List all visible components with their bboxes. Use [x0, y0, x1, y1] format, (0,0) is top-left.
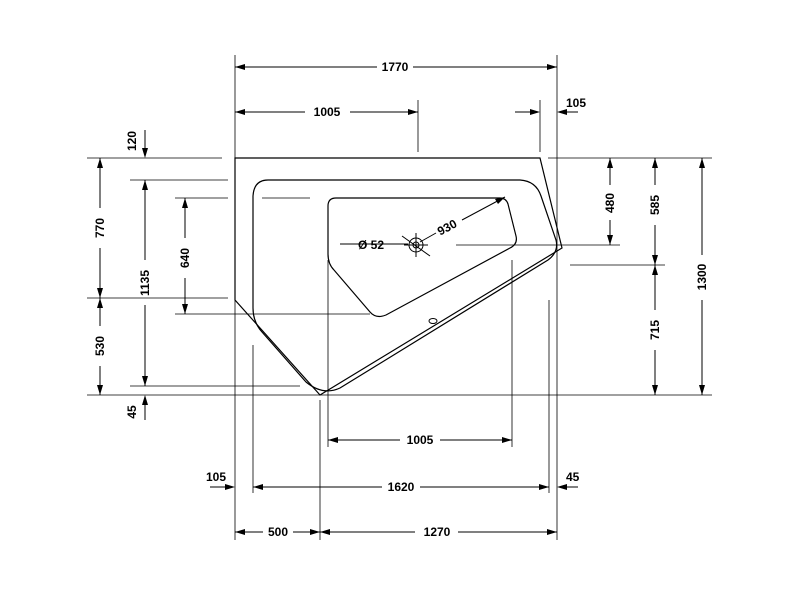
- dim-drain-diameter: Ø 52: [358, 238, 384, 252]
- dim-bottom-width: 1620: [388, 480, 415, 494]
- dim-bottom-left-offset: 105: [206, 470, 226, 484]
- dim-bottom-left-segment: 500: [268, 525, 288, 539]
- overflow-outlet: [428, 318, 438, 324]
- tub-basin: [327, 197, 517, 318]
- extension-lines: [87, 55, 712, 540]
- dimension-lines: [99, 66, 703, 533]
- bathtub-outline: [234, 157, 563, 396]
- dim-bottom-right-segment: 1270: [424, 525, 451, 539]
- arrowheads: [97, 64, 705, 535]
- dim-right-upper: 585: [648, 195, 662, 215]
- drain: [401, 233, 431, 257]
- tub-outer-rim: [234, 157, 563, 396]
- dim-top-inner: 1005: [314, 105, 341, 119]
- dim-left-inner-upper: 640: [178, 248, 192, 268]
- dim-right-upper-small: 480: [603, 193, 617, 213]
- dim-bottom-inner: 1005: [407, 433, 434, 447]
- dimension-labels: 1770 1005 105 120 770 1135 640 530 45 Ø …: [93, 60, 709, 539]
- dim-left-upper: 770: [93, 218, 107, 238]
- dim-top-right-offset: 105: [566, 96, 586, 110]
- dim-top-overall: 1770: [382, 60, 409, 74]
- dim-left-bottom-offset: 45: [125, 405, 139, 419]
- tub-inner-rim: [252, 179, 558, 392]
- dim-right-overall: 1300: [695, 263, 709, 290]
- dim-left-top-offset: 120: [125, 131, 139, 151]
- dim-right-lower: 715: [648, 320, 662, 340]
- dim-left-inner-height: 1135: [138, 270, 152, 296]
- dim-left-lower: 530: [93, 336, 107, 356]
- dim-bottom-right-offset: 45: [566, 470, 580, 484]
- dim-diagonal-length: 930: [435, 216, 460, 238]
